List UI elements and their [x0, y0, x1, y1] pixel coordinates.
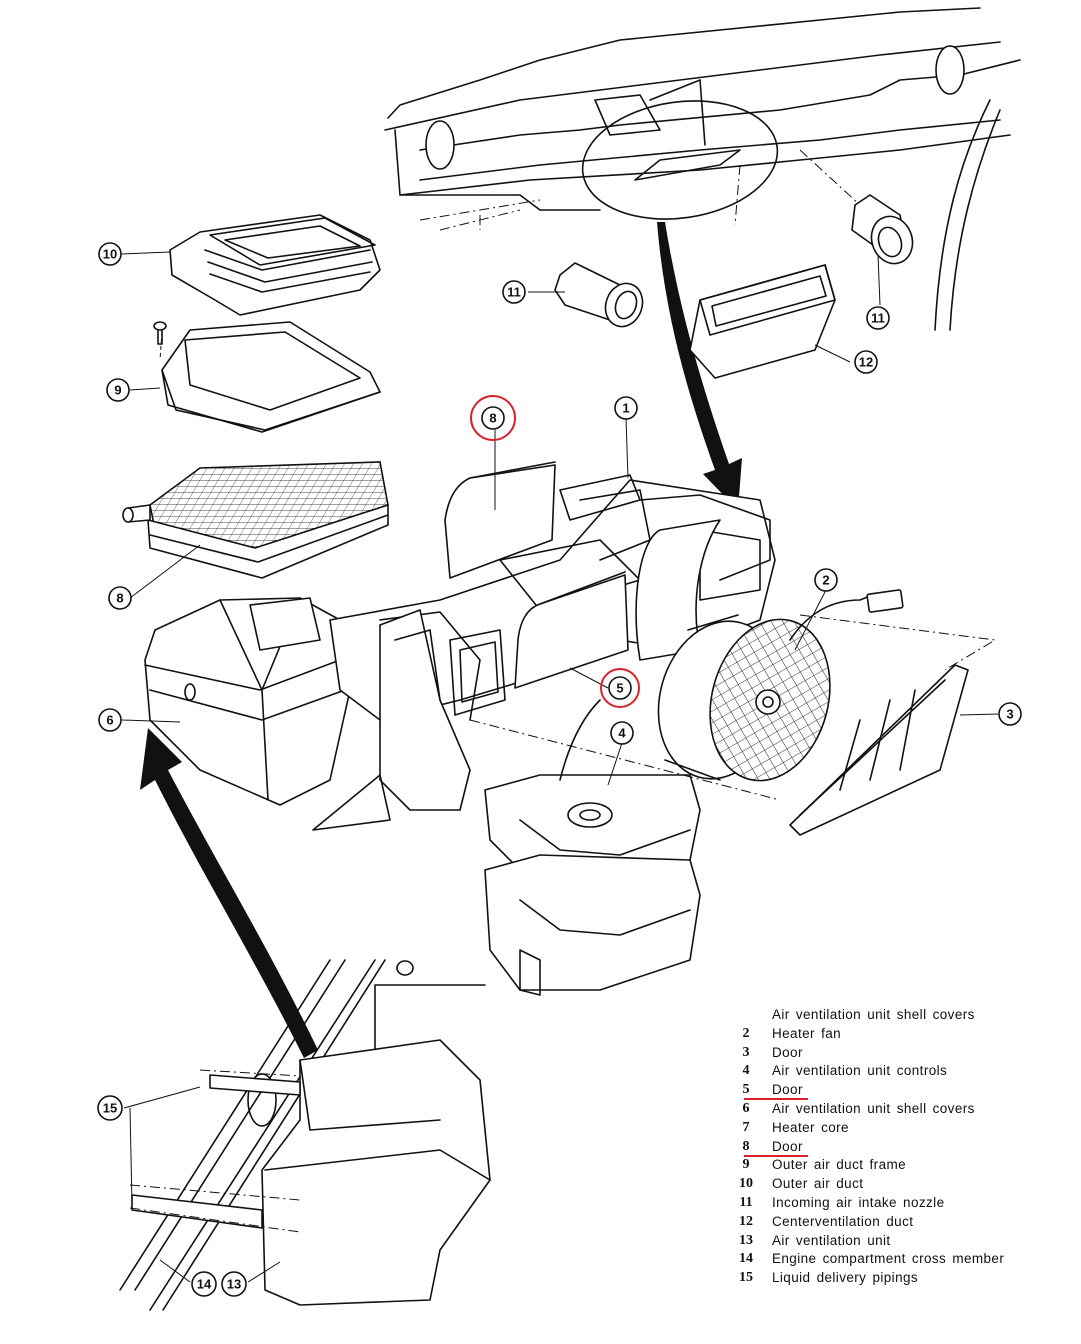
legend-item: 13 Air ventilation unit — [736, 1232, 1056, 1251]
svg-text:10: 10 — [103, 247, 117, 262]
legend-text: Heater core — [772, 1119, 849, 1135]
callout-11-left: 11 — [502, 280, 526, 304]
svg-text:3: 3 — [1006, 707, 1013, 722]
part-door-upper — [444, 461, 556, 579]
part-intake-nozzle-right — [851, 194, 914, 265]
svg-text:14: 14 — [197, 1277, 212, 1292]
legend-text: Engine compartment cross member — [772, 1251, 1005, 1267]
callout-6: 6 — [98, 708, 122, 732]
callout-4: 4 — [610, 721, 634, 745]
highlight-ring-8 — [470, 395, 516, 441]
callout-15: 15 — [97, 1095, 123, 1121]
legend-number: 15 — [739, 1270, 753, 1286]
legend-number: 12 — [739, 1213, 753, 1229]
legend-text: Incoming air intake nozzle — [772, 1194, 945, 1210]
callout-13: 13 — [221, 1271, 247, 1297]
svg-text:5: 5 — [616, 681, 623, 696]
callout-3: 3 — [998, 702, 1022, 726]
legend-number: 6 — [742, 1100, 750, 1116]
svg-text:6: 6 — [106, 713, 113, 728]
part-outer-air-duct — [169, 214, 381, 316]
callout-8: 8 — [481, 406, 505, 430]
part-grille-door — [789, 614, 997, 836]
legend-item: Air ventilation unit shell covers — [736, 1006, 1056, 1025]
legend-item: 6 Air ventilation unit shell covers — [736, 1100, 1056, 1119]
callout-14: 14 — [191, 1271, 217, 1297]
highlight-underline — [744, 1098, 808, 1101]
part-intake-nozzle-left — [554, 262, 644, 328]
part-unit-controls — [469, 699, 781, 996]
part-outer-air-duct-frame — [153, 321, 381, 433]
legend-number: 9 — [742, 1157, 750, 1173]
direction-arrow-up — [140, 728, 318, 1058]
legend-item: 14 Engine compartment cross member — [736, 1250, 1056, 1269]
legend-item: 9 Outer air duct frame — [736, 1156, 1056, 1175]
legend-text: Outer air duct frame — [772, 1157, 907, 1173]
legend-item: 10 Outer air duct — [736, 1175, 1056, 1194]
legend-text: Centerventilation duct — [772, 1213, 914, 1229]
legend-number: 2 — [742, 1025, 750, 1041]
svg-text:11: 11 — [871, 311, 885, 326]
legend-text: Air ventilation unit shell covers — [772, 1100, 975, 1116]
svg-text:12: 12 — [859, 355, 873, 370]
legend-item: 11 Incoming air intake nozzle — [736, 1194, 1056, 1213]
svg-text:15: 15 — [103, 1101, 117, 1116]
part-door-lower — [514, 571, 629, 689]
legend-item-highlighted: 5 Door — [736, 1081, 1056, 1101]
legend-number: 7 — [742, 1119, 750, 1135]
legend-number: 11 — [739, 1194, 753, 1210]
dashboard-outline — [384, 7, 1021, 331]
svg-text:11: 11 — [507, 285, 521, 300]
legend-item: 15 Liquid delivery pipings — [736, 1269, 1056, 1288]
svg-text:9: 9 — [114, 383, 121, 398]
legend-number: 5 — [742, 1082, 750, 1098]
legend-text: Outer air duct — [772, 1176, 864, 1192]
svg-text:8: 8 — [116, 591, 123, 606]
legend-text: Door — [772, 1082, 803, 1098]
callout-10: 10 — [98, 242, 122, 266]
legend-text: Air ventilation unit shell covers — [772, 1007, 975, 1022]
svg-text:2: 2 — [822, 573, 829, 588]
leader-lines — [121, 251, 999, 1283]
legend-number: 14 — [739, 1251, 753, 1267]
legend-item: 2 Heater fan — [736, 1025, 1056, 1044]
legend-text: Liquid delivery pipings — [772, 1270, 919, 1286]
legend-number: 4 — [742, 1063, 750, 1079]
callout-5: 5 — [608, 676, 632, 700]
callout-9: 9 — [106, 378, 130, 402]
legend-item: 7 Heater core — [736, 1119, 1056, 1138]
legend-item: 3 Door — [736, 1044, 1056, 1063]
callout-7: 8 — [108, 586, 132, 610]
callout-1: 1 — [614, 396, 638, 420]
legend-item: 4 Air ventilation unit controls — [736, 1062, 1056, 1081]
legend-text: Door — [772, 1044, 803, 1060]
part-center-ventilation-duct — [689, 264, 836, 379]
legend-item: 12 Centerventilation duct — [736, 1213, 1056, 1232]
svg-text:13: 13 — [227, 1277, 241, 1292]
callout-2: 2 — [814, 568, 838, 592]
highlight-ring-5 — [600, 668, 640, 708]
inset-installation-view — [119, 959, 491, 1311]
part-heater-fan — [657, 589, 904, 782]
part-shell-cover-left — [144, 597, 351, 806]
legend-text: Air ventilation unit — [772, 1232, 891, 1248]
legend-text: Heater fan — [772, 1025, 842, 1041]
legend-number: 10 — [739, 1176, 753, 1192]
part-heater-core — [122, 461, 389, 579]
legend-number: 8 — [742, 1138, 750, 1154]
legend-item-highlighted: 8 Door — [736, 1138, 1056, 1157]
callout-11-right: 11 — [866, 306, 890, 330]
legend-text: Air ventilation unit controls — [772, 1063, 948, 1079]
highlight-underline — [744, 1154, 808, 1157]
legend-number: 13 — [739, 1232, 753, 1248]
svg-text:4: 4 — [618, 726, 626, 741]
legend-number: 3 — [742, 1044, 750, 1060]
callout-12: 12 — [854, 350, 878, 374]
direction-arrow-down — [657, 222, 742, 510]
legend-text: Door — [772, 1138, 803, 1154]
svg-text:8: 8 — [489, 411, 496, 426]
svg-text:1: 1 — [622, 401, 629, 416]
